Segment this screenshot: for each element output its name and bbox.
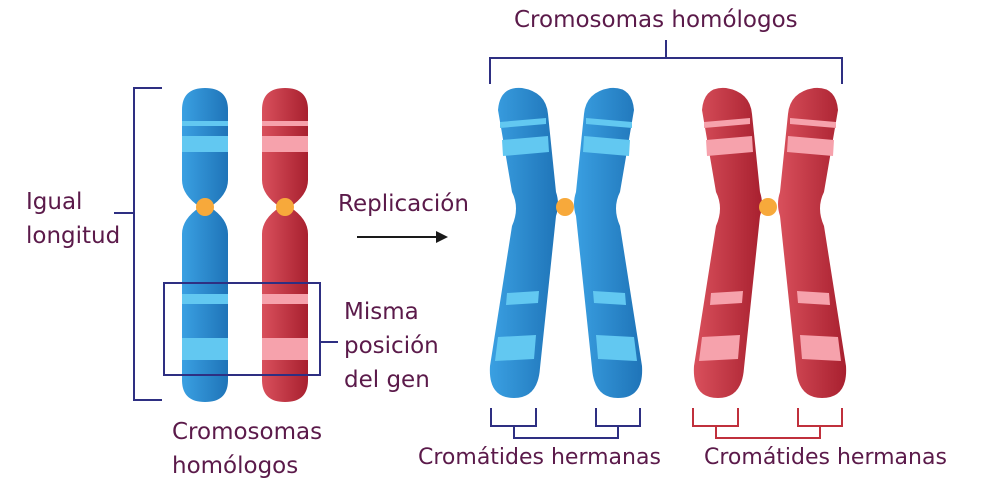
blue-chromosome-left [182,88,228,402]
homologous-top-bracket [489,40,843,84]
sister-chromatids-label-blue: Cromátides hermanas [418,445,661,470]
homologous-bottom-label-line1: Cromosomas [172,419,323,445]
sister-chromatids-bracket-red [692,408,843,439]
equal-length-label-line2: longitud [26,223,121,249]
gene-position-box [163,282,338,376]
centromere-red-replicated [759,198,777,216]
red-chromosome-left [262,88,308,402]
right-arrow-icon [357,231,448,243]
sister-chromatids-label-red: Cromátides hermanas [704,445,947,470]
equal-length-bracket [114,87,162,401]
replication-label: Replicación [338,191,469,217]
centromere-red-left [276,198,294,216]
same-position-label-line1: Misma [344,299,419,325]
same-position-label-line3: del gen [344,367,430,393]
centromere-blue-replicated [556,198,574,216]
red-replicated-chromosome [693,87,847,398]
homologous-title-top: Cromosomas homólogos [514,7,798,33]
blue-replicated-chromosome [489,87,643,398]
sister-chromatids-bracket-blue [490,408,641,439]
equal-length-label-line1: Igual [26,189,83,215]
same-position-label-line2: posición [344,333,439,359]
homologous-bottom-label-line2: homólogos [172,453,299,479]
centromere-blue-left [196,198,214,216]
